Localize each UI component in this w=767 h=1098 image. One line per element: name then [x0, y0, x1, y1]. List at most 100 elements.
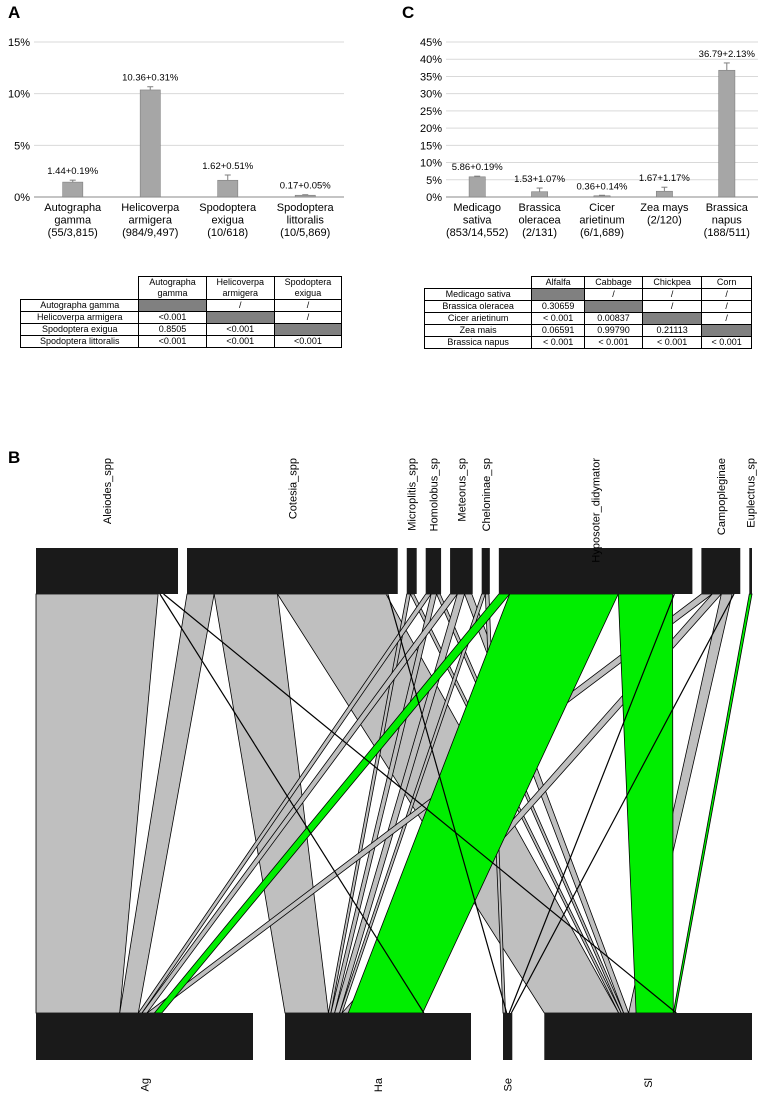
y-tick-label: 35% — [420, 71, 442, 83]
parasitoid-node — [749, 548, 752, 594]
host-label: Ha — [373, 1077, 385, 1092]
category-label: Brassica — [519, 202, 562, 214]
parasitoid-label: Microplitis_spp — [407, 458, 419, 531]
category-label: napus — [712, 215, 742, 227]
host-label: Sl — [643, 1078, 655, 1088]
table-row-header: Zea mais — [423, 324, 533, 337]
data-label: 1.53+1.07% — [514, 174, 566, 185]
y-tick-label: 0% — [14, 192, 30, 204]
table-row: Autographa gamma// — [19, 299, 343, 312]
category-label: (2/131) — [522, 227, 557, 239]
y-tick-label: 30% — [420, 89, 442, 101]
category-label: (10/5,869) — [280, 227, 330, 239]
y-tick-label: 5% — [14, 140, 30, 152]
data-label: 0.36+0.14% — [577, 181, 629, 192]
parasitoid-node — [406, 548, 417, 594]
host-label: Se — [503, 1078, 515, 1091]
y-tick-label: 10% — [8, 89, 30, 101]
category-label: (6/1,689) — [580, 227, 624, 239]
parasitoid-node — [481, 548, 490, 594]
host-label: Ag — [140, 1078, 152, 1091]
table-cell-diagonal — [205, 311, 275, 324]
category-label: littoralis — [287, 215, 325, 227]
y-tick-label: 5% — [426, 175, 442, 187]
y-tick-label: 25% — [420, 106, 442, 118]
category-label: armigera — [129, 215, 173, 227]
parasitoid-label: Aleiodes_spp — [102, 458, 114, 524]
panel-letter-b: B — [8, 448, 21, 467]
category-label: Autographa — [44, 202, 102, 214]
y-tick-label: 15% — [420, 140, 442, 152]
parasitoid-node — [498, 548, 693, 594]
panel-letter-c: C — [402, 3, 415, 22]
panel-letter-a: A — [8, 3, 21, 22]
category-label: (55/3,815) — [48, 227, 98, 239]
y-tick-label: 40% — [420, 54, 442, 66]
table-cell: / — [273, 299, 343, 312]
category-label: Spodoptera — [199, 202, 257, 214]
category-label: Zea mays — [640, 202, 689, 214]
parasitoid-node — [701, 548, 741, 594]
category-label: (853/14,552) — [446, 227, 508, 239]
table-row-header: Brassica napus — [423, 336, 533, 349]
table-cell: < 0.001 — [641, 336, 703, 349]
table-row: Spodoptera littoralis<0.001<0.001<0.001 — [19, 335, 343, 348]
y-tick-label: 0% — [426, 192, 442, 204]
host-node — [503, 1013, 513, 1060]
parasitoid-node — [425, 548, 442, 594]
interaction-link — [508, 593, 675, 1014]
interaction-link — [510, 593, 735, 1014]
data-label: 1.62+0.51% — [202, 161, 254, 172]
data-label: 5.86+0.19% — [452, 162, 504, 173]
category-label: (188/511) — [704, 227, 750, 239]
interaction-link — [617, 593, 674, 1014]
category-label: exigua — [212, 215, 245, 227]
table-cell-diagonal — [701, 324, 752, 337]
y-tick-label: 15% — [8, 37, 30, 49]
category-label: Medicago — [453, 202, 501, 214]
data-label: 1.44+0.19% — [47, 166, 99, 177]
table-cell: <0.001 — [205, 335, 275, 348]
category-label: Spodoptera — [277, 202, 335, 214]
parasitoid-label: Hyposoter_didymator — [591, 458, 603, 563]
table-cell-diagonal — [273, 323, 343, 336]
parasitoid-label: Euplectrus_sp — [746, 458, 758, 528]
host-node — [36, 1013, 253, 1060]
category-label: (10/618) — [207, 227, 248, 239]
table-cell: < 0.001 — [701, 336, 752, 349]
parasitoid-label: Cotesia_spp — [287, 458, 299, 519]
data-label: 10.36+0.31% — [122, 73, 179, 84]
parasitoid-label: Meteorus_sp — [456, 458, 468, 522]
category-label: oleracea — [518, 215, 561, 227]
parasitoid-label: Cheloninae_sp — [481, 458, 493, 531]
parasitoid-label: Homolobus_sp — [428, 458, 440, 531]
host-node — [285, 1013, 471, 1060]
category-label: (2/120) — [647, 215, 682, 227]
interaction-link — [387, 593, 508, 1014]
category-label: sativa — [463, 215, 493, 227]
table-cell-diagonal — [641, 312, 703, 325]
category-label: gamma — [54, 215, 92, 227]
category-label: Cicer — [589, 202, 615, 214]
host-node — [544, 1013, 752, 1060]
parasitoid-label: Campopleginae — [716, 458, 728, 535]
y-tick-label: 45% — [420, 37, 442, 49]
category-label: arietinum — [579, 215, 624, 227]
data-label: 0.17+0.05% — [280, 181, 332, 192]
table-row: Brassica napus< 0.001< 0.001< 0.001< 0.0… — [423, 336, 752, 349]
table-cell: <0.001 — [273, 335, 343, 348]
data-label: 36.79+2.13% — [699, 49, 756, 60]
interaction-link — [163, 593, 677, 1014]
category-label: Brassica — [706, 202, 749, 214]
